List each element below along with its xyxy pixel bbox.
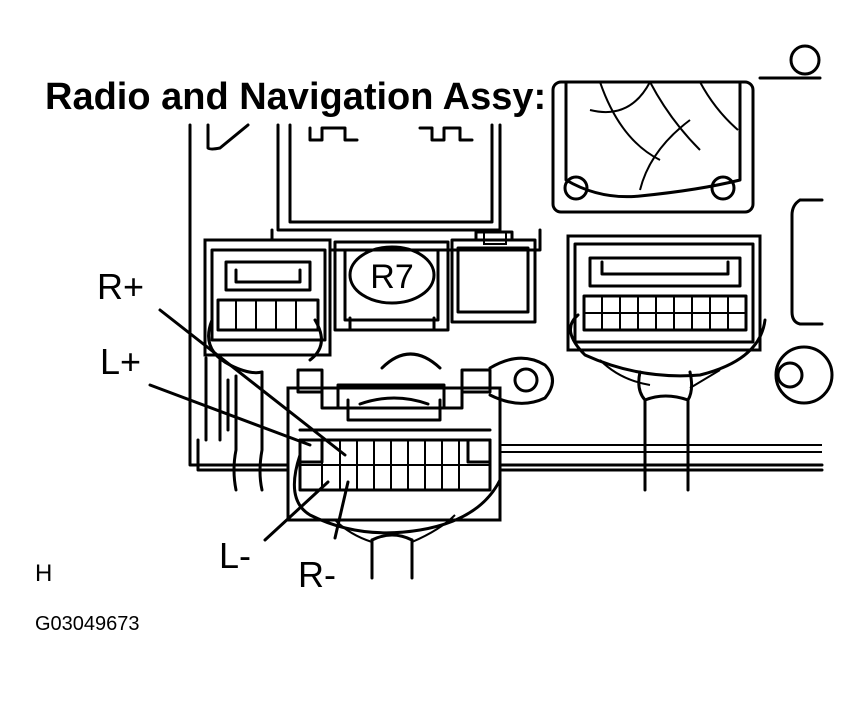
pin-label-l-minus: L- [219,535,251,576]
r7-connector: R7 [333,240,450,332]
main-connector [286,352,554,580]
small-connector [450,230,537,324]
leader-lines [148,308,350,542]
side-mark: H [35,560,52,587]
pin-label-l-plus: L+ [100,341,141,382]
pin-label-r-plus: R+ [97,266,144,307]
unit-housing [188,44,834,472]
figure-code: G03049673 [35,613,140,635]
cooling-fan [551,80,755,214]
connector-tag-r7: R7 [370,258,413,296]
right-connector [566,234,767,492]
left-connector [203,238,332,357]
left-harness [204,318,323,492]
title: Radio and Navigation Assy: [45,76,546,118]
pin-label-r-minus: R- [298,554,336,595]
